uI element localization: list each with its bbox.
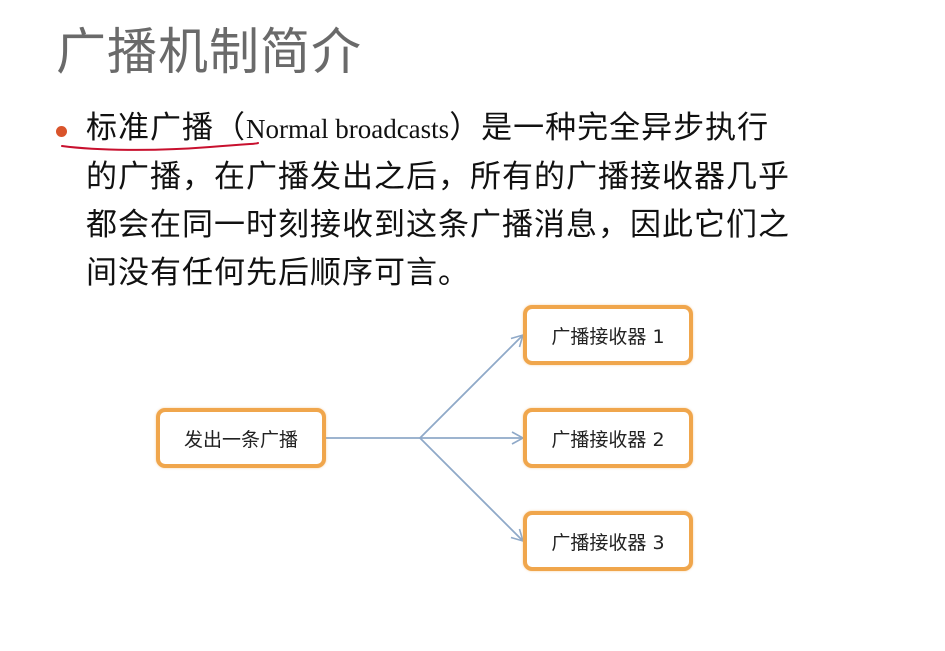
broadcast-source-node: 发出一条广播 — [156, 408, 326, 468]
body-line-2: 的广播，在广播发出之后，所有的广播接收器几乎 — [86, 159, 790, 195]
bullet-dot — [56, 126, 67, 137]
paren-open: （ — [214, 110, 246, 146]
body-line-4: 间没有任何先后顺序可言。 — [86, 255, 470, 291]
receiver-node-1: 广播接收器 1 — [523, 305, 693, 365]
term-latin: Normal broadcasts — [246, 114, 450, 144]
term-normal-broadcast: 标准广播 — [86, 110, 214, 146]
body-paragraph: 标准广播（Normal broadcasts）是一种完全异步执行 的广播，在广播… — [86, 104, 906, 297]
body-line-3: 都会在同一时刻接收到这条广播消息，因此它们之 — [86, 207, 790, 243]
receiver-node-3: 广播接收器 3 — [523, 511, 693, 571]
term-underline — [61, 142, 259, 151]
body-line-1-rest: ）是一种完全异步执行 — [449, 110, 770, 146]
arrow-to-receiver-3 — [419, 437, 525, 543]
receiver-node-2: 广播接收器 2 — [523, 408, 693, 468]
arrow-to-receiver-1 — [419, 333, 525, 439]
body-line-1: 标准广播（Normal broadcasts）是一种完全异步执行 — [86, 104, 906, 153]
slide-title: 广播机制简介 — [56, 23, 362, 81]
